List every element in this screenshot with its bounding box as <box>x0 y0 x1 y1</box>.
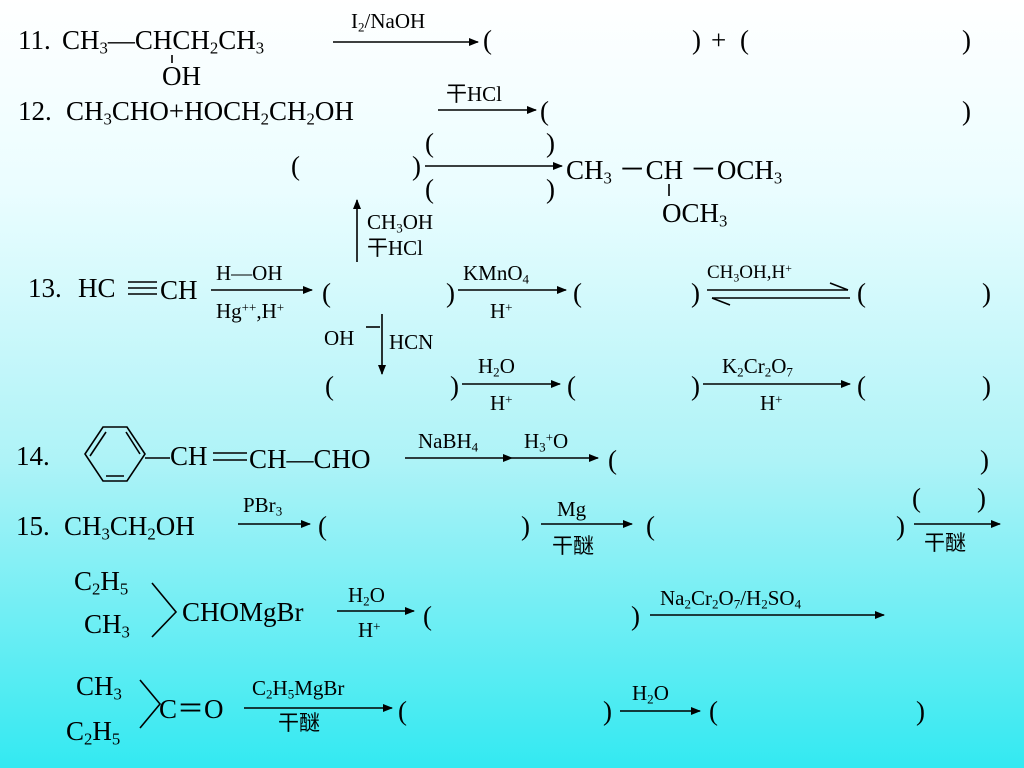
q15-row3-reagent-bottom: 干醚 <box>278 711 320 735</box>
q11-paren2-open: ( <box>740 25 749 55</box>
q13-equilibrium-forward-head <box>829 282 849 291</box>
q15-p2-open: ( <box>646 511 655 541</box>
q15-row3-reagent-top: C2H5MgBr <box>252 676 345 702</box>
q13-r2-top: KMnO4 <box>463 261 530 287</box>
q12-number: 12. <box>18 96 52 126</box>
q13-ch: CH <box>160 275 198 305</box>
q13-r5-top: K2Cr2O7 <box>722 354 793 380</box>
q14-paren-open: ( <box>608 445 617 475</box>
q15-row2-reagent-top: H2O <box>348 583 385 609</box>
q15-row2-top-group: C2H5 <box>74 566 129 599</box>
q15-reactant: CH3CH2OH <box>64 511 195 544</box>
q13-p1-open: ( <box>322 278 331 308</box>
q14-reagent-1: NaBH4 <box>418 429 479 455</box>
q13-p4-open: ( <box>325 371 334 401</box>
q13-r4-bottom: H+ <box>490 391 513 415</box>
q11-paren1-close: ) <box>692 25 701 55</box>
q13-r1-top: H—OH <box>216 261 283 285</box>
q14-ring-double-1 <box>89 431 107 457</box>
q13-p2-close: ) <box>691 278 700 308</box>
q15-number: 15. <box>16 511 50 541</box>
q14-chain-ch: CH <box>170 441 208 471</box>
q11-paren2-close: ) <box>962 25 971 55</box>
q12-below-paren-close: ) <box>546 174 555 204</box>
q12-below-paren-open: ( <box>425 174 434 204</box>
q15-row3-p2-close: ) <box>916 696 925 726</box>
q15-row2-oxidant: Na2Cr2O7/H2SO4 <box>660 586 802 612</box>
q12-left-paren-open: ( <box>291 151 300 181</box>
q15-row2-main: CHOMgBr <box>182 597 304 627</box>
q11-reagent: I2/NaOH <box>351 9 426 35</box>
q14-ring-double-2 <box>125 431 141 455</box>
q15-row3-bottom-group: C2H5 <box>66 716 121 749</box>
q13-r4-top: H2O <box>478 354 515 380</box>
q15-row3-water: H2O <box>632 681 669 707</box>
q13-p5-open: ( <box>567 371 576 401</box>
q12-up-reagent-1: CH3OH <box>367 210 434 236</box>
q15-reagent-ether-2: 干醚 <box>924 531 966 555</box>
q13-r3-top: CH3OH,H+ <box>707 262 792 285</box>
q15-reagent-mg: Mg <box>557 497 587 521</box>
q14-number: 14. <box>16 441 50 471</box>
q14-reagent-2: H3+O <box>524 429 569 455</box>
q13-hc: HC <box>78 273 116 303</box>
q15-p1-open: ( <box>318 511 327 541</box>
q12-up-reagent-2: 干HCl <box>367 236 424 260</box>
q11-number: 11. <box>18 25 51 55</box>
q14-paren-close: ) <box>980 445 989 475</box>
q12-product-och3: OCH3 <box>662 198 728 231</box>
q15-p3-open: ( <box>912 483 921 513</box>
q12-paren-open: ( <box>540 96 549 126</box>
q11-reactant: CH3—CHCH2CH3 <box>62 25 265 58</box>
q13-p4-close: ) <box>450 371 459 401</box>
q13-p1-close: ) <box>446 278 455 308</box>
q15-row2-bottom-group: CH3 <box>84 609 130 642</box>
q15-row3-p1-open: ( <box>398 696 407 726</box>
q13-p2-open: ( <box>573 278 582 308</box>
q12-reagent: 干HCl <box>446 82 503 106</box>
q15-p2-close: ) <box>896 511 905 541</box>
q13-number: 13. <box>28 273 62 303</box>
q13-r2-bottom: H+ <box>490 299 513 323</box>
q12-above-paren-close: ) <box>546 128 555 158</box>
q15-row3-main: C＝O <box>159 694 224 724</box>
q12-reactants: CH3CHO+HOCH2CH2OH <box>66 96 354 129</box>
q15-row3-p1-close: ) <box>603 696 612 726</box>
q11-paren1-open: ( <box>483 25 492 55</box>
q13-down-left: OH <box>324 326 355 350</box>
q15-p1-close: ) <box>521 511 530 541</box>
q13-p3-close: ) <box>982 278 991 308</box>
q15-reagent-pbr3: PBr3 <box>243 493 283 519</box>
q15-row3-top-group: CH3 <box>76 671 122 704</box>
q13-r5-bottom: H+ <box>760 391 783 415</box>
q14-benzene-ring <box>84 426 146 482</box>
q15-row2-bracket <box>151 582 178 638</box>
q12-above-paren-open: ( <box>425 128 434 158</box>
q13-equilibrium-back-head <box>711 297 731 306</box>
q11-oh-substituent: OH <box>162 61 201 91</box>
q12-left-paren-close: ) <box>412 151 421 181</box>
q15-row2-paren-open: ( <box>423 601 432 631</box>
q11-plus: + <box>711 25 727 55</box>
q15-reagent-ether-1: 干醚 <box>552 534 594 558</box>
q13-p3-open: ( <box>857 278 866 308</box>
q13-p6-open: ( <box>857 371 866 401</box>
q15-row3-p2-open: ( <box>709 696 718 726</box>
q12-product: CH3 －CH －OCH3 <box>566 155 783 188</box>
q13-down-right: HCN <box>389 330 434 354</box>
q13-p6-close: ) <box>982 371 991 401</box>
q15-row2-paren-close: ) <box>631 601 640 631</box>
q15-row2-reagent-bottom: H+ <box>358 618 381 642</box>
q13-p5-close: ) <box>691 371 700 401</box>
q13-r1-bottom: Hg++,H+ <box>216 299 285 323</box>
q12-paren-close: ) <box>962 96 971 126</box>
q15-p3-close: ) <box>977 483 986 513</box>
q14-chain-rest: CH—CHO <box>249 444 371 474</box>
q15-row3-bracket <box>139 679 162 729</box>
